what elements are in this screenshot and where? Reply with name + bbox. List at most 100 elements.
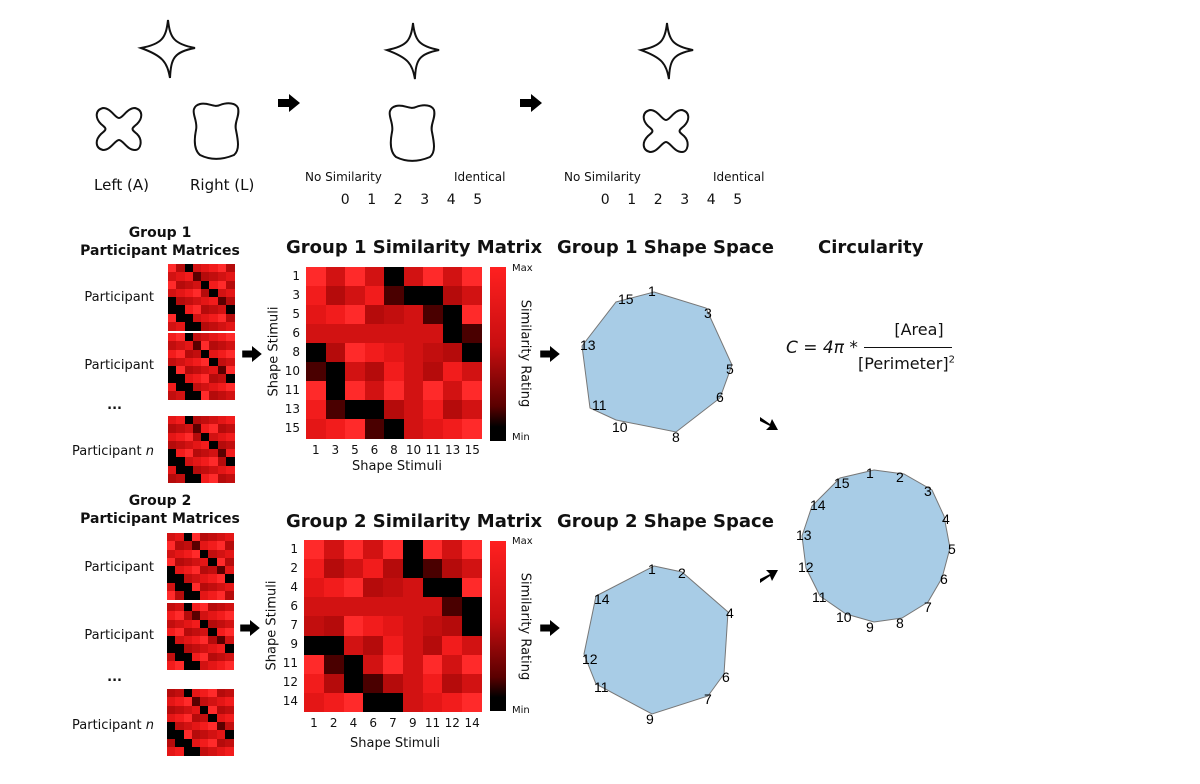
scale-value[interactable]: 3 xyxy=(680,192,690,208)
matrix-cell xyxy=(224,660,234,670)
scale-value[interactable]: 5 xyxy=(473,192,483,208)
scale-value[interactable]: 4 xyxy=(706,192,716,208)
colorbar-max: Max xyxy=(512,263,533,274)
matrix-cell xyxy=(183,549,193,559)
matrix-cell xyxy=(176,440,185,450)
matrix-cell xyxy=(183,574,193,583)
matrix-cell xyxy=(384,267,405,287)
matrix-cell xyxy=(383,578,404,598)
matrix-cell xyxy=(191,566,201,575)
matrix-cell xyxy=(306,324,327,344)
matrix-cell xyxy=(345,419,366,439)
scale-value[interactable]: 2 xyxy=(653,192,663,208)
scale-value[interactable]: 1 xyxy=(627,192,637,208)
scale-value[interactable]: 0 xyxy=(340,192,350,208)
matrix-cell xyxy=(364,343,385,363)
matrix-cell xyxy=(225,313,235,323)
scale-value[interactable]: 2 xyxy=(393,192,403,208)
matrix-cell xyxy=(184,424,194,433)
matrix-cell xyxy=(168,272,177,281)
matrix-cell xyxy=(217,424,227,433)
matrix-cell xyxy=(175,660,184,670)
y-tick-label: 1 xyxy=(290,541,298,556)
matrix-cell xyxy=(168,449,177,458)
matrix-cell xyxy=(462,400,483,420)
matrix-cell xyxy=(183,541,193,550)
matrix-cell xyxy=(184,432,194,442)
shape-point-label: 14 xyxy=(594,591,610,607)
matrix-cell xyxy=(175,627,184,637)
scale-value[interactable]: 0 xyxy=(600,192,610,208)
matrix-cell xyxy=(209,297,218,306)
matrix-cell xyxy=(383,559,404,579)
matrix-cell xyxy=(201,305,210,314)
matrix-cell xyxy=(225,341,235,350)
matrix-cell xyxy=(325,305,346,325)
scale-value[interactable]: 3 xyxy=(420,192,430,208)
matrix-cell xyxy=(442,635,463,656)
matrix-cell xyxy=(168,424,177,433)
y-tick-label: 11 xyxy=(282,656,298,671)
matrix-cell xyxy=(209,349,218,359)
matrix-cell xyxy=(225,457,235,466)
matrix-cell xyxy=(217,382,227,392)
shape-point-label: 4 xyxy=(726,605,734,621)
shape-point-label: 7 xyxy=(704,691,712,707)
matrix-cell xyxy=(192,288,202,298)
matrix-cell xyxy=(323,692,345,713)
y-tick-label: 12 xyxy=(282,675,298,690)
arrow-right-icon xyxy=(540,620,560,636)
scale-value[interactable]: 1 xyxy=(367,192,377,208)
matrix-cell xyxy=(403,324,424,344)
matrix-cell xyxy=(209,382,218,392)
matrix-cell xyxy=(224,697,234,706)
x-tick-label: 8 xyxy=(390,443,398,457)
matrix-cell xyxy=(217,264,227,273)
matrix-cell xyxy=(343,616,364,637)
matrix-cell xyxy=(383,673,404,694)
shape-point-label: 6 xyxy=(716,389,724,405)
matrix-cell xyxy=(217,349,227,359)
matrix-cell xyxy=(184,280,194,290)
matrix-cell xyxy=(200,566,209,575)
matrix-cell xyxy=(167,627,176,637)
shape-point-label: 11 xyxy=(812,589,827,605)
shape-point-label: 5 xyxy=(726,361,734,377)
matrix-cell xyxy=(192,333,202,342)
matrix-cell xyxy=(462,286,483,306)
circularity-title: Circularity xyxy=(818,237,924,258)
matrix-cell xyxy=(209,264,218,273)
matrix-cell xyxy=(192,382,202,392)
y-tick-label: 8 xyxy=(292,344,300,359)
matrix-cell xyxy=(191,697,201,706)
group1-space-title: Group 1 Shape Space xyxy=(557,237,774,258)
matrix-cell xyxy=(442,673,463,694)
matrix-cell xyxy=(192,449,202,458)
matrix-cell xyxy=(175,652,184,662)
matrix-cell xyxy=(191,746,201,756)
matrix-cell xyxy=(442,362,463,382)
matrix-cell xyxy=(208,590,217,600)
matrix-cell xyxy=(306,267,327,287)
matrix-cell xyxy=(306,286,327,306)
matrix-cell xyxy=(201,341,210,350)
matrix-cell xyxy=(384,343,405,363)
matrix-cell xyxy=(209,341,218,350)
matrix-cell xyxy=(422,654,443,675)
group1-sim-title: Group 1 Similarity Matrix xyxy=(286,237,543,258)
matrix-cell xyxy=(201,382,210,392)
matrix-cell xyxy=(224,627,234,637)
matrix-cell xyxy=(175,603,184,612)
x-tick-label: 15 xyxy=(464,443,480,457)
shape-point-label: 5 xyxy=(948,541,956,557)
matrix-cell xyxy=(442,559,463,579)
scale-value[interactable]: 4 xyxy=(446,192,456,208)
matrix-cell xyxy=(402,654,424,675)
participant-n-label: Participant n xyxy=(4,718,154,733)
matrix-cell xyxy=(183,566,193,575)
scale-value[interactable]: 5 xyxy=(733,192,743,208)
participant-matrix xyxy=(167,533,234,600)
blob-shape xyxy=(388,104,436,162)
matrix-cell xyxy=(462,578,483,598)
